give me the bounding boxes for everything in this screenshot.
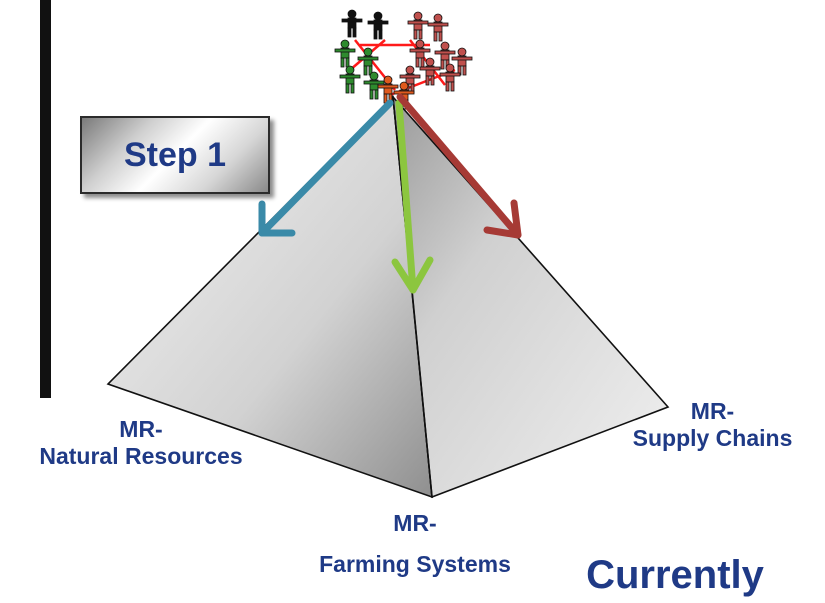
stakeholder-people-icons (334, 9, 473, 110)
person-icon (439, 63, 461, 92)
farming-systems-name: Farming Systems (319, 551, 511, 578)
person-icon (409, 39, 431, 68)
vertex-label-natural-resources: MR- Natural Resources (0, 416, 282, 470)
arrow-to-natural-resources (258, 99, 394, 237)
person-icon (341, 9, 363, 38)
step-label: Step 1 (123, 135, 227, 174)
step-label-box: Step 1 (80, 116, 270, 194)
supply-chains-name: Supply Chains (632, 425, 793, 452)
vertex-label-supply-chains: MR- Supply Chains (600, 398, 825, 452)
status-label: Currently (586, 553, 764, 597)
person-icon (427, 13, 449, 42)
natural-resources-name: Natural Resources (39, 443, 243, 470)
person-icon (363, 71, 385, 100)
arrow-to-farming-systems (391, 99, 434, 294)
person-icon (367, 11, 389, 40)
person-icon (334, 39, 356, 68)
pyramid-front-edge (392, 96, 433, 498)
person-icon (357, 47, 379, 76)
person-icon (419, 57, 441, 86)
vertex-label-farming-systems: MR- Farming Systems (270, 510, 560, 578)
arrow-to-supply-chains (396, 93, 522, 239)
person-icon (451, 47, 473, 76)
person-icon (377, 75, 399, 104)
supply-chains-prefix: MR- (690, 398, 735, 424)
person-icon (407, 11, 429, 40)
farming-systems-prefix: MR- (393, 510, 437, 536)
vertical-divider-bar (40, 0, 51, 398)
natural-resources-prefix: MR- (119, 416, 163, 442)
person-icon (339, 65, 361, 94)
